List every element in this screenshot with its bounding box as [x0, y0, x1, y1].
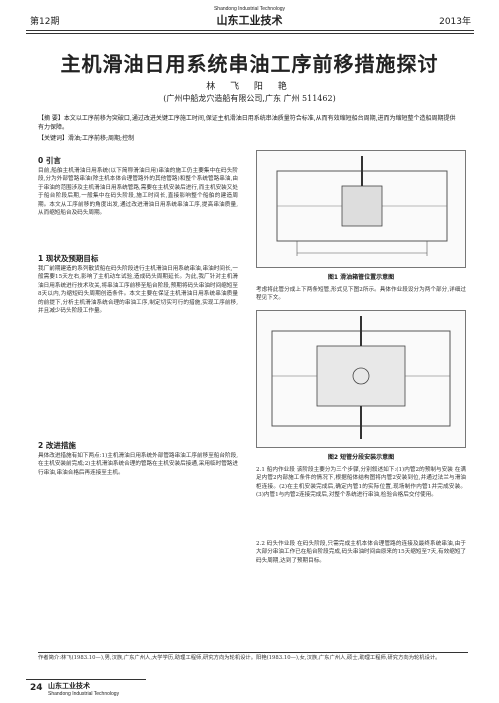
- figure-2-caption: 图2 短管分段安装示意图: [327, 454, 395, 461]
- journal-name-en: Shandong Industrial Technology: [213, 6, 286, 12]
- right-paragraph-3: 2.2 码头作业段 在码头阶段,只需完成主机本体合理管路的连接及最终系统串油,由…: [256, 541, 466, 564]
- footer-divider: [26, 679, 146, 680]
- figure-1-caption: 图1 滑油箱管位置示意图: [327, 274, 395, 281]
- footer-journal-en: Shandong Industrial Technology: [48, 691, 120, 697]
- header-divider: [26, 30, 474, 31]
- right-paragraph-2: 2.1 船内作业段 该阶段主要分为三个步骤,分别叙述如下:(1)内管2的预制与安…: [256, 467, 466, 499]
- right-paragraph-1: 考虑将此管分成上下两条短管,形式见下图2所示。具体作业段设分为两个部分,详细过程…: [256, 287, 466, 302]
- section-heading-0: 0 引言: [38, 156, 61, 165]
- header-divider-thin: [26, 33, 474, 34]
- abstract: 【摘 要】本文以工序前移为突破口,通过改进关键工序施工时间,保证主机滑油日用系统…: [38, 115, 456, 131]
- figure-2-drawing: [271, 316, 451, 439]
- authors: 林 飞 阳 艳: [206, 82, 293, 92]
- issue-number: 第12期: [30, 17, 60, 27]
- figure-1: [256, 150, 466, 268]
- affiliation: (广州中船龙穴造船有限公司,广东 广州 511462): [163, 94, 336, 103]
- page-number: 24: [30, 683, 43, 693]
- article-title: 主机滑油日用系统串油工序前移措施探讨: [60, 52, 439, 76]
- figure-2: [256, 310, 466, 448]
- journal-name-cn: 山东工业技术: [216, 14, 283, 27]
- footer-journal-cn: 山东工业技术: [48, 682, 90, 690]
- section-heading-1: 1 现状及预期目标: [38, 254, 99, 263]
- footnote: 作者简介:林飞(1983.10—),男,汉族,广东广州人,大学学历,助理工程师,…: [38, 655, 441, 661]
- keywords: 【关键词】滑油;工序前移;周期;控制: [38, 135, 135, 142]
- section-heading-2: 2 改进措施: [38, 441, 76, 450]
- footnote-divider: [38, 652, 468, 653]
- page-header: 第12期 Shandong Industrial Technology 山东工业…: [0, 0, 499, 32]
- figure-1-drawing: [276, 156, 448, 256]
- section-body-2: 具体改进措施有如下两点:1)主机滑油日用系统外部管路串油工序前移至船台阶段,在主…: [38, 453, 238, 476]
- section-body-1: 我厂前期建造的系列散货船在码头阶段进行主机滑油日用系统串油,串油时间长,一般需要…: [38, 266, 238, 315]
- year: 2013年: [439, 17, 471, 27]
- section-body-0: 目前,船舶主机滑油日用系统(以下简称滑油日用)串油的施工仍主要集中在码头阶段,分…: [38, 168, 238, 217]
